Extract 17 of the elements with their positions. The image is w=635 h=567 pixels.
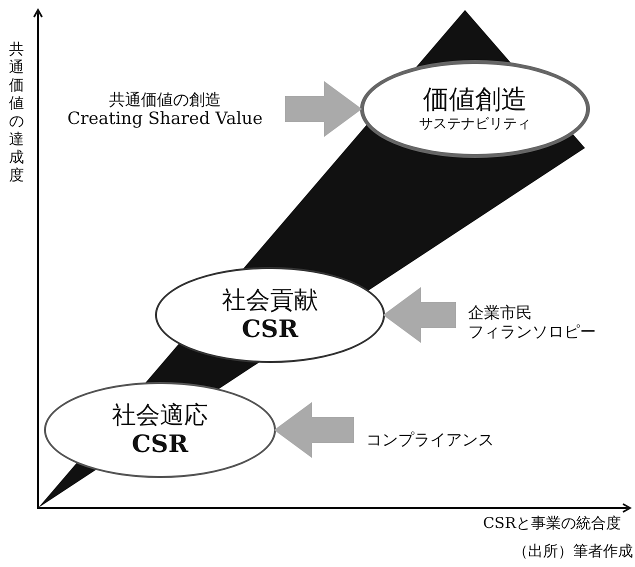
x-axis-label: CSRと事業の統合度 bbox=[482, 514, 621, 533]
concept-label: コンプライアンス bbox=[366, 430, 494, 450]
stage-title: 社会適応 bbox=[112, 401, 208, 430]
y-axis-label: 共通価値の達成度 bbox=[9, 40, 25, 184]
stage-title: 価値創造 bbox=[423, 85, 527, 116]
stage-subtitle: CSR bbox=[242, 315, 298, 344]
stage-title: 社会貢献 bbox=[222, 286, 318, 315]
block-arrow bbox=[274, 402, 354, 458]
concept-label: 共通価値の創造 bbox=[109, 90, 221, 110]
source-note: （出所）筆者作成 bbox=[513, 542, 633, 561]
stage-subtitle: CSR bbox=[132, 430, 188, 459]
block-arrow bbox=[383, 287, 456, 343]
concept-label: 企業市民 bbox=[468, 302, 532, 322]
stage-subtitle: サステナビリティ bbox=[419, 116, 531, 133]
concept-label: Creating Shared Value bbox=[67, 109, 263, 130]
concept-label: フィランソロピー bbox=[468, 322, 596, 342]
block-arrow bbox=[285, 81, 362, 137]
